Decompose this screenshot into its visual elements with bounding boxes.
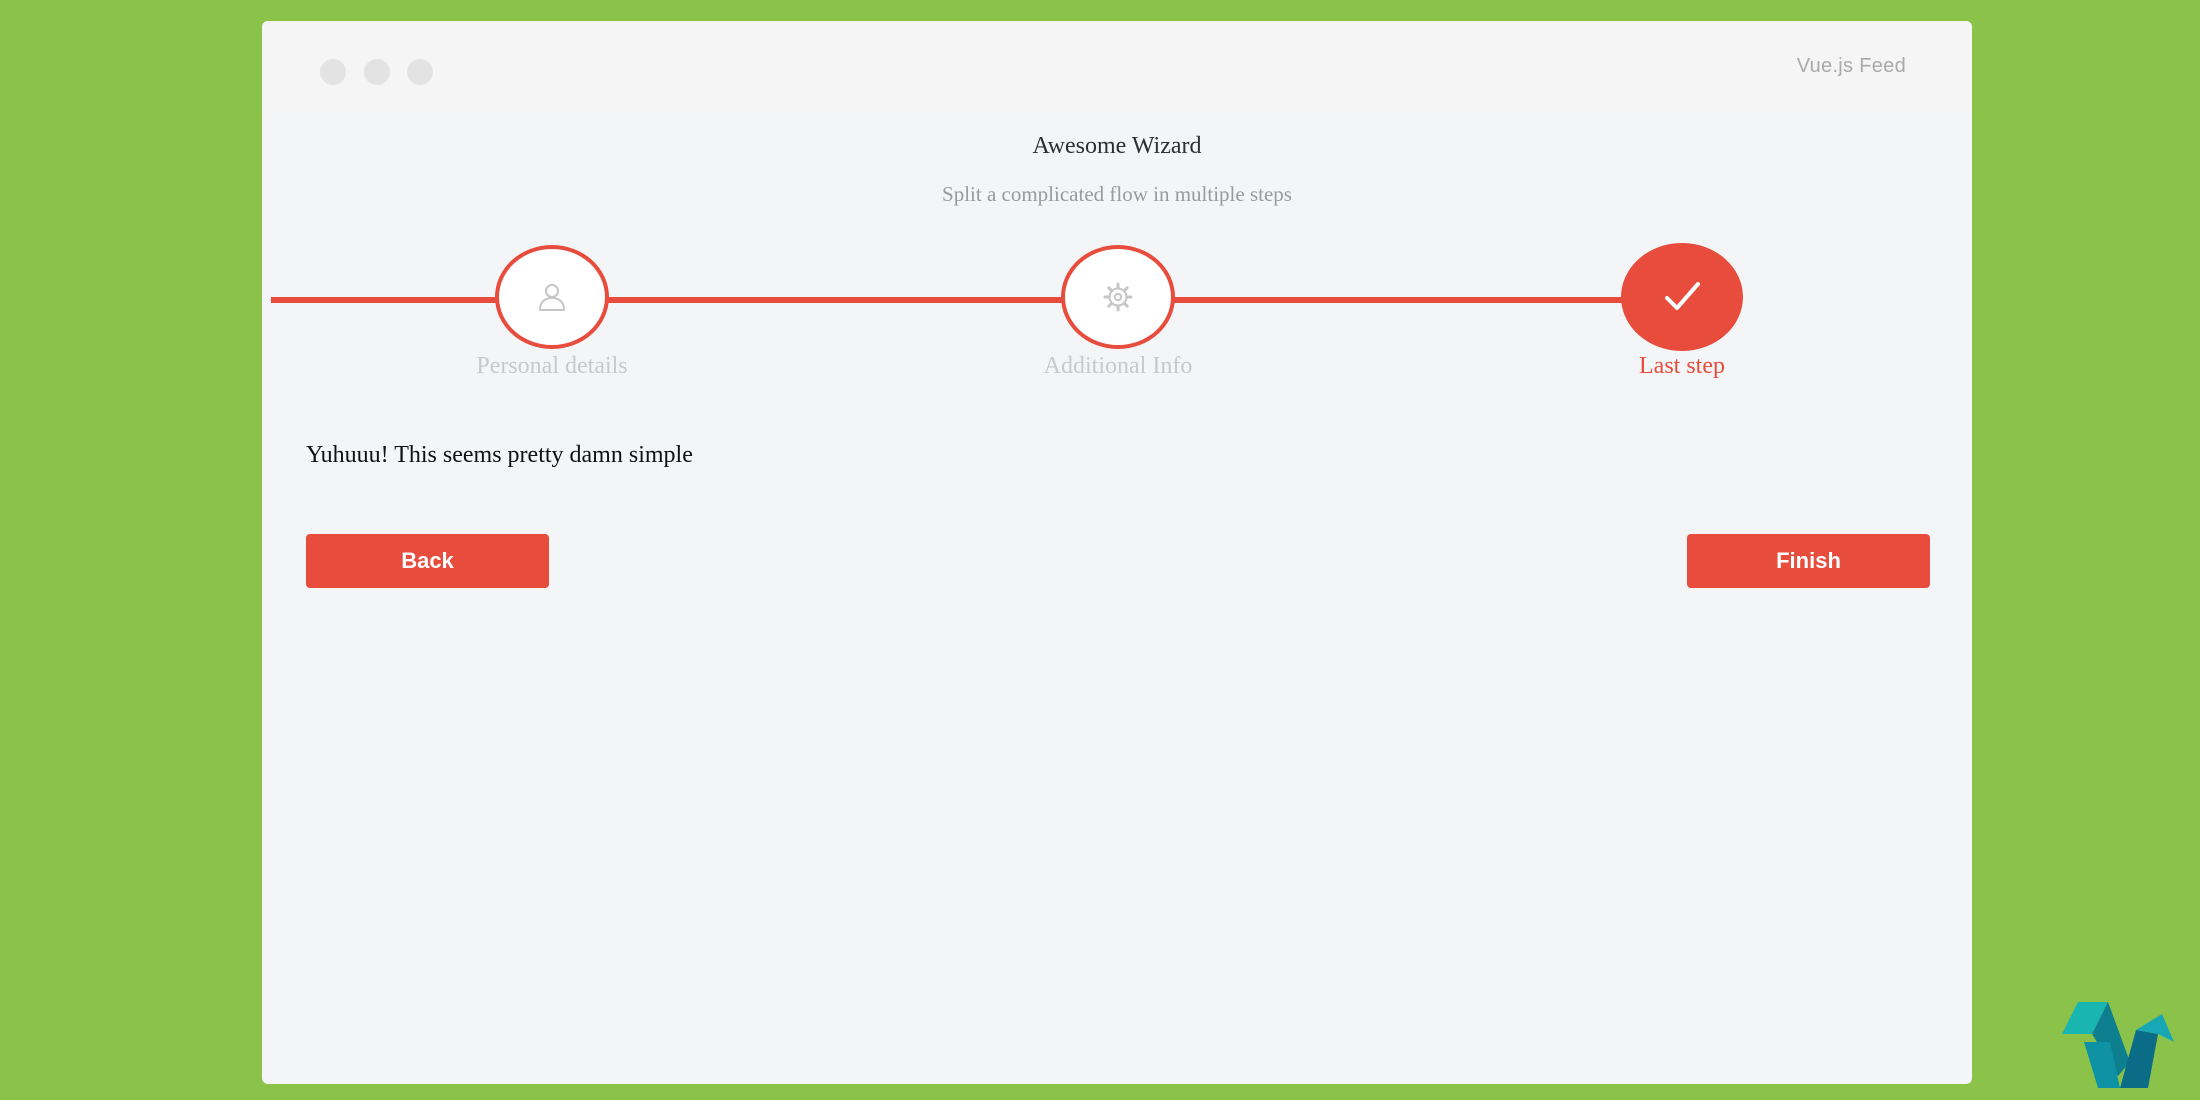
wizard-progress-line <box>271 297 1689 303</box>
window-close-dot[interactable] <box>320 59 346 85</box>
step-circle-active[interactable] <box>1621 243 1743 351</box>
wizard-step-additional-info[interactable]: Additional Info <box>938 245 1298 380</box>
window-titlebar: Vue.js Feed <box>262 21 1972 116</box>
gear-icon <box>1103 282 1133 312</box>
window-maximize-dot[interactable] <box>407 59 433 85</box>
wizard-subtitle: Split a complicated flow in multiple ste… <box>942 182 1292 206</box>
window-minimize-dot[interactable] <box>364 59 390 85</box>
finish-button[interactable]: Finish <box>1687 534 1930 588</box>
step-label: Additional Info <box>1043 353 1193 379</box>
step-label-active: Last step <box>1639 353 1725 379</box>
wizard-title: Awesome Wizard <box>1032 133 1202 159</box>
step-circle[interactable] <box>495 245 609 349</box>
step-label: Personal details <box>476 353 628 379</box>
user-icon <box>539 284 565 311</box>
brand-label: Vue.js Feed <box>1796 55 1906 77</box>
app-window: Vue.js Feed Awesome Wizard Split a compl… <box>262 21 1972 1084</box>
check-icon <box>1665 282 1700 310</box>
step-content-text: Yuhuuu! This seems pretty damn simple <box>306 442 693 468</box>
wizard-step-last-step[interactable]: Last step <box>1502 243 1862 380</box>
back-button[interactable]: Back <box>306 534 549 588</box>
wizard-step-personal-details[interactable]: Personal details <box>372 245 732 380</box>
vuejs-feed-logo-icon <box>2062 1002 2174 1088</box>
step-circle[interactable] <box>1061 245 1175 349</box>
